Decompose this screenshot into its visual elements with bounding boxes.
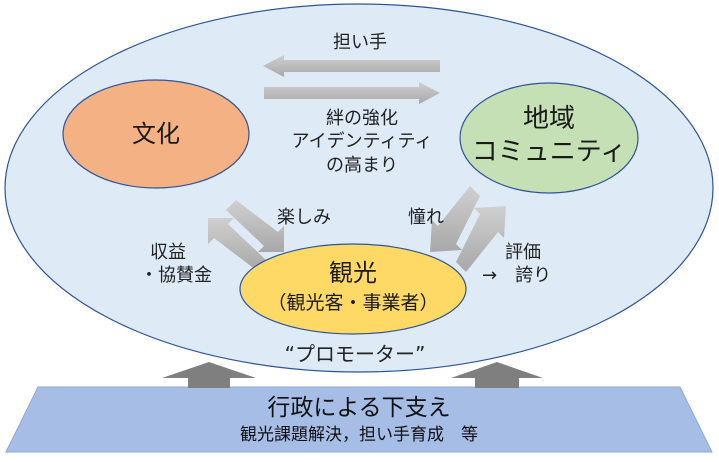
arrow-enjoy xyxy=(226,200,284,252)
support-title: 行政による下支え xyxy=(267,395,451,421)
node-culture-label: 文化 xyxy=(132,120,180,148)
support-up-arrow-left xyxy=(162,362,256,388)
arrow-longing xyxy=(430,186,480,252)
edge-label-bond-line2: アイデンティティ xyxy=(291,131,433,152)
node-tourism-label: 観光 xyxy=(329,259,377,287)
edge-label-eval-line2: → 誇り xyxy=(482,265,552,286)
edge-label-bond-line3: の高まり xyxy=(326,155,398,176)
edge-label-revenue-line2: ・協賛金 xyxy=(140,265,212,286)
edge-label-enjoy: 楽しみ xyxy=(277,207,331,228)
node-tourism-shape xyxy=(239,243,467,335)
edge-label-eval-line1: 評価 xyxy=(505,242,541,263)
node-community-label-line2: コミュニティ xyxy=(471,137,627,167)
node-community-label-line1: 地域 xyxy=(522,104,575,134)
node-tourism-sublabel: （観光客・事業者） xyxy=(267,292,439,314)
support-base-shape xyxy=(5,386,713,453)
support-up-arrow-right xyxy=(451,362,543,388)
edge-label-bearer: 担い手 xyxy=(333,32,387,53)
node-culture-shape xyxy=(62,79,250,189)
edge-label-longing: 憧れ xyxy=(408,207,444,228)
support-subtitle: 観光課題解決，担い手育成 等 xyxy=(240,425,478,445)
node-community-shape xyxy=(459,82,639,194)
edge-label-revenue-line1: 収益 xyxy=(150,242,186,263)
promoter-label: “プロモーター” xyxy=(284,342,426,366)
arrow-evaluation xyxy=(456,206,506,272)
arrow-bearer-left xyxy=(263,55,440,77)
arrow-bond-right xyxy=(264,82,440,104)
arrow-revenue xyxy=(208,218,266,270)
edge-label-bond-line1: 絆の強化 xyxy=(326,108,398,129)
